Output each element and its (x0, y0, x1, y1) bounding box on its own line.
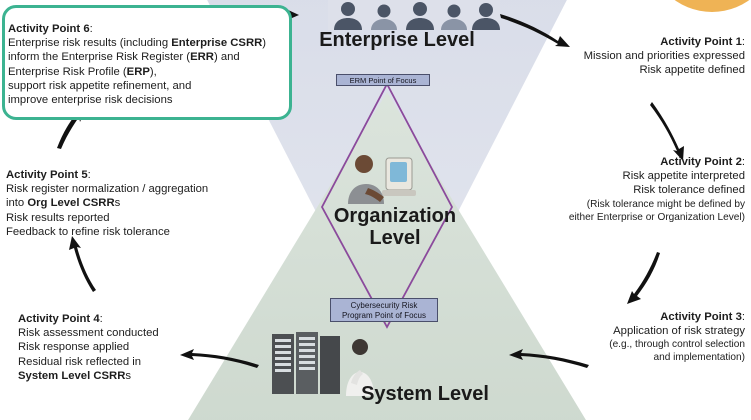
cybersecurity-risk-program-point-of-focus-box: Cybersecurity Risk Program Point of Focu… (330, 298, 438, 322)
ap5-l2-bold: Org Level CSRR (27, 197, 115, 210)
arrow-ap2-to-ap3 (627, 252, 660, 304)
ap4-bold-tail-suffix: s (125, 369, 132, 382)
ap6-line-5: improve enterprise risk decisions (8, 94, 173, 107)
ap5-line-1: Risk register normalization / aggregatio… (6, 183, 209, 196)
ap6-line-4: support risk appetite refinement, and (8, 79, 192, 92)
ap4-line-3: Residual risk reflected in (18, 355, 142, 368)
ap6-line-3: Enterprise Risk Profile (ERP), (8, 65, 276, 79)
ap4-line-4: System Level CSRRs (18, 369, 268, 383)
activity-point-1-text: Activity Point 1: Mission and priorities… (470, 35, 745, 78)
arrow-system-to-ap4 (180, 349, 259, 368)
activity-point-4-text: Activity Point 4: Risk assessment conduc… (18, 312, 268, 383)
ap6-header: Activity Point 6: (8, 23, 93, 35)
ap5-line-4: Feedback to refine risk tolerance (6, 225, 170, 238)
arrow-ap1-to-ap2 (650, 102, 684, 161)
ap3-note-2: and implementation) (653, 352, 745, 364)
ap5-l2-suffix: s (114, 197, 121, 210)
enterprise-level-label: Enterprise Level (319, 29, 475, 51)
ap5-line-3: Risk results reported (6, 211, 110, 224)
activity-point-2-text: Activity Point 2: Risk appetite interpre… (480, 155, 745, 224)
orange-accent-arc (674, 0, 750, 12)
ap3-line-1: Application of risk strategy (613, 325, 745, 338)
arrow-ap5-to-ap6 (57, 108, 86, 149)
ap6-l2-bold: ERR (190, 51, 214, 64)
ap4-line-1: Risk assessment conducted (18, 327, 159, 340)
ap6-l1-bold: Enterprise CSRR (171, 37, 263, 50)
data-center-photo (268, 330, 384, 396)
ap3-header: Activity Point 3: (660, 311, 745, 323)
ap5-l2-pre: into (6, 197, 28, 210)
ap6-l1-pre: Enterprise risk results (including (8, 37, 172, 50)
erm-point-of-focus-box: ERM Point of Focus (336, 74, 430, 86)
ap2-note-2: either Enterprise or Organization Level) (568, 211, 745, 223)
ap6-header-label: Activity Point 6 (8, 23, 90, 35)
organization-level-diamond (320, 82, 454, 329)
arrow-ap4-to-ap5 (69, 236, 96, 292)
ap1-header-label: Activity Point 1 (660, 36, 742, 48)
ap5-header-label: Activity Point 5 (6, 169, 88, 181)
ap6-l3-pre: Enterprise Risk Profile ( (8, 65, 127, 78)
ap2-note-1: (Risk tolerance might be defined by (586, 198, 745, 210)
ap6-line-2: inform the Enterprise Risk Register (ERR… (8, 50, 276, 64)
ap1-line-1: Mission and priorities expressed (583, 50, 745, 63)
ap6-l1-post: ) (262, 37, 267, 50)
executives-photo (328, 0, 500, 30)
ap2-line-2: Risk tolerance defined (633, 184, 745, 197)
ap4-header: Activity Point 4: (18, 313, 103, 325)
ap2-header: Activity Point 2: (660, 156, 745, 168)
ap6-l2-post: ) and (213, 51, 240, 64)
ap6-l3-bold: ERP (126, 65, 150, 78)
activity-point-5-text: Activity Point 5: Risk register normaliz… (6, 168, 256, 239)
ap4-bold-tail: System Level CSRR (18, 369, 126, 382)
ap6-l3-post: ), (149, 65, 157, 78)
ap2-line-1: Risk appetite interpreted (622, 170, 745, 183)
system-level-label: System Level (361, 383, 489, 405)
ap4-header-label: Activity Point 4 (18, 313, 100, 325)
ap3-header-label: Activity Point 3 (660, 311, 742, 323)
arrow-ap3-to-ap4 (509, 349, 589, 368)
ap3-note-1: (e.g., through control selection (609, 339, 745, 351)
ap4-line-2: Risk response applied (18, 341, 130, 354)
activity-point-6-text: Activity Point 6: Enterprise risk result… (8, 22, 276, 107)
arrow-enterprise-to-ap1 (500, 14, 570, 47)
activity-point-6-highlight-box (2, 5, 292, 120)
ap6-line-1: Enterprise risk results (including Enter… (8, 36, 276, 50)
activity-point-3-text: Activity Point 3: Application of risk st… (520, 310, 745, 364)
ap5-line-2: into Org Level CSRRs (6, 196, 256, 210)
ap5-header: Activity Point 5: (6, 169, 91, 181)
ap1-line-2: Risk appetite defined (639, 64, 745, 77)
ap1-header: Activity Point 1: (660, 36, 745, 48)
ap2-header-label: Activity Point 2 (660, 156, 742, 168)
organization-level-label: Organization Level (333, 205, 457, 250)
ap6-l2-pre: inform the Enterprise Risk Register ( (8, 51, 191, 64)
analyst-at-computer-photo (338, 148, 422, 210)
